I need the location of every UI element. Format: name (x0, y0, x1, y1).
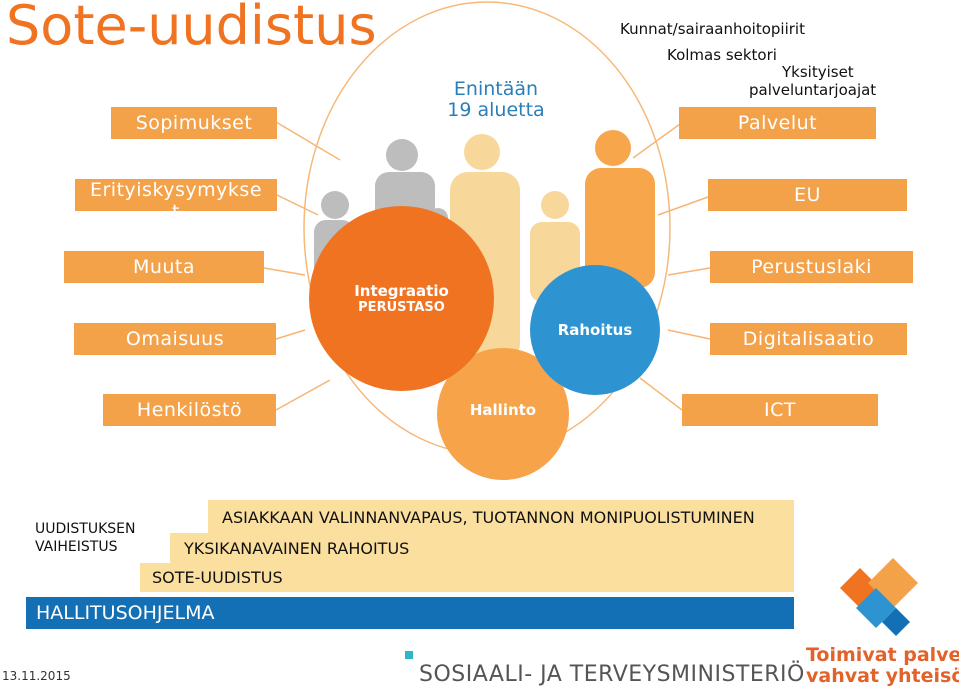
slogan-line1: Toimivat palvelut, (806, 645, 959, 666)
phase-asiakkaan-text: ASIAKKAAN VALINNANVAPAUS, TUOTANNON MONI… (222, 508, 755, 527)
label-palveluntarjoajat: palveluntarjoajat (749, 81, 876, 99)
phase-hallitusohjelma-text: HALLITUSOHJELMA (36, 602, 214, 624)
box-erityiskysymykset-line1: Erityiskysymykse (90, 179, 262, 201)
page-title: Sote-uudistus (6, 0, 377, 57)
box-digitalisaatio: Digitalisaatio (710, 323, 907, 355)
box-omaisuus: Omaisuus (74, 323, 276, 355)
label-kunnat: Kunnat/sairaanhoitopiirit (620, 20, 805, 38)
ministry-name: SOSIAALI- JA TERVEYSMINISTERIÖ (419, 662, 805, 687)
box-perustuslaki: Perustuslaki (710, 251, 913, 283)
circle-rahoitus: Rahoitus (530, 265, 660, 395)
regions-label: Enintään 19 aluetta (440, 79, 552, 121)
phase-yksikanavainen-rahoitus: YKSIKANAVAINEN RAHOITUS (170, 533, 430, 563)
phase-yksikanavainen-text: YKSIKANAVAINEN RAHOITUS (184, 539, 409, 558)
label-yksityiset: Yksityiset (782, 63, 854, 81)
circle-hallinto-label: Hallinto (470, 401, 536, 419)
phase-hallitusohjelma: HALLITUSOHJELMA (26, 597, 794, 629)
box-henkilosto: Henkilöstö (103, 394, 276, 426)
box-muuta: Muuta (64, 251, 264, 283)
box-sopimukset: Sopimukset (111, 107, 277, 139)
ministry-square-icon (405, 651, 413, 659)
regions-label-line2: 19 aluetta (440, 100, 552, 121)
box-ict: ICT (682, 394, 878, 426)
circle-perustaso-label: PERUSTASO (358, 300, 445, 315)
box-erityiskysymykset: Erityiskysymykse t (75, 179, 277, 211)
slogan: Toimivat palvelut, vahvat yhteisöt (806, 645, 959, 687)
box-eu: EU (708, 179, 907, 211)
circle-integraatio-label: Integraatio (354, 282, 449, 300)
circle-rahoitus-label: Rahoitus (558, 321, 633, 339)
circle-integraatio: Integraatio PERUSTASO (309, 206, 494, 391)
phase-sote-text: SOTE-UUDISTUS (152, 568, 283, 587)
box-palvelut: Palvelut (679, 107, 876, 139)
phase-label: UUDISTUKSEN VAIHEISTUS (35, 520, 135, 556)
box-erityiskysymykset-line2: t (172, 201, 180, 211)
slogan-line2: vahvat yhteisöt (806, 666, 959, 687)
ministry-logo-graphic (838, 558, 928, 638)
regions-label-line1: Enintään (440, 79, 552, 100)
phase-label-line1: UUDISTUKSEN (35, 520, 135, 538)
label-kolmas-sektori: Kolmas sektori (667, 46, 777, 64)
phase-sote-uudistus: SOTE-UUDISTUS (140, 563, 440, 592)
phase-label-line2: VAIHEISTUS (35, 538, 135, 556)
footer-date: 13.11.2015 (2, 669, 71, 683)
